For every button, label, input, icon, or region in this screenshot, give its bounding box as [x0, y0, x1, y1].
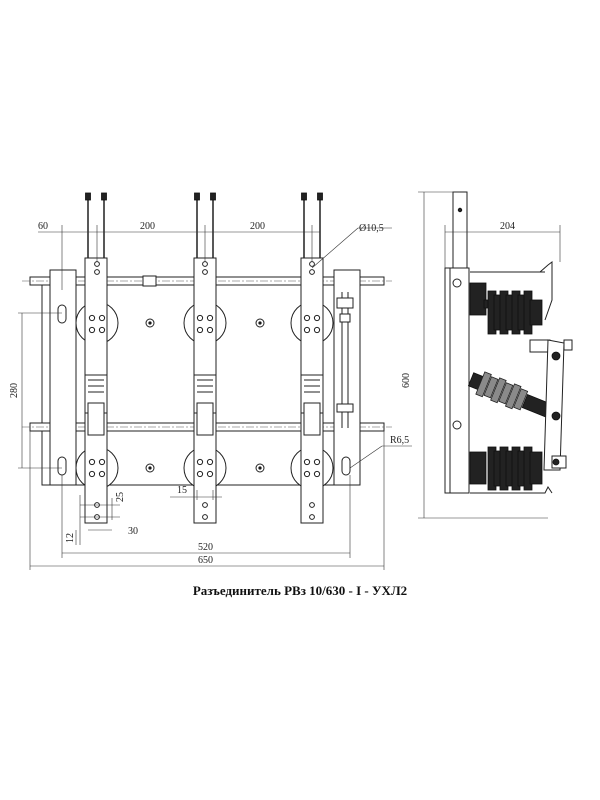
mounting-slot	[57, 456, 67, 476]
pole-3	[290, 192, 334, 524]
radius-label: R6,5	[390, 435, 409, 446]
dim-25-label: 25	[115, 492, 126, 502]
lower-insulator	[469, 446, 543, 491]
pole-2	[183, 192, 227, 524]
drive-lever	[336, 403, 354, 413]
pole-1	[75, 192, 119, 524]
side-view	[418, 191, 573, 519]
hole-diameter-label: Ø10,5	[359, 223, 384, 234]
upper-insulator	[469, 282, 543, 335]
mounting-slot	[57, 304, 67, 324]
dim-15-label: 15	[177, 485, 187, 496]
mounting-slot	[341, 456, 351, 476]
dim-204-label: 204	[500, 221, 515, 232]
drive-lever	[336, 297, 354, 309]
dim-650-label: 650	[198, 555, 213, 566]
dim-60-label: 60	[38, 221, 48, 232]
side-frame	[444, 267, 470, 494]
drawing-caption: Разъединитель РВз 10/630 - I - УХЛ2	[192, 583, 408, 598]
dim-280-label: 280	[9, 383, 20, 398]
side-blade	[543, 339, 565, 471]
left-frame-post	[49, 269, 77, 486]
dim-600-label: 600	[401, 373, 412, 388]
dim-12-label: 12	[65, 533, 76, 543]
dim-520-label: 520	[198, 542, 213, 553]
drive-lever	[339, 313, 351, 323]
front-view	[18, 192, 412, 570]
side-drive-rod	[452, 191, 468, 269]
dim-200-label: 200	[250, 221, 265, 232]
dim-200-label: 200	[140, 221, 155, 232]
diagonal-insulator	[467, 371, 554, 419]
shaft-bracket	[142, 275, 157, 287]
dim-30-label: 30	[128, 526, 138, 537]
front-dimensions	[18, 225, 412, 570]
